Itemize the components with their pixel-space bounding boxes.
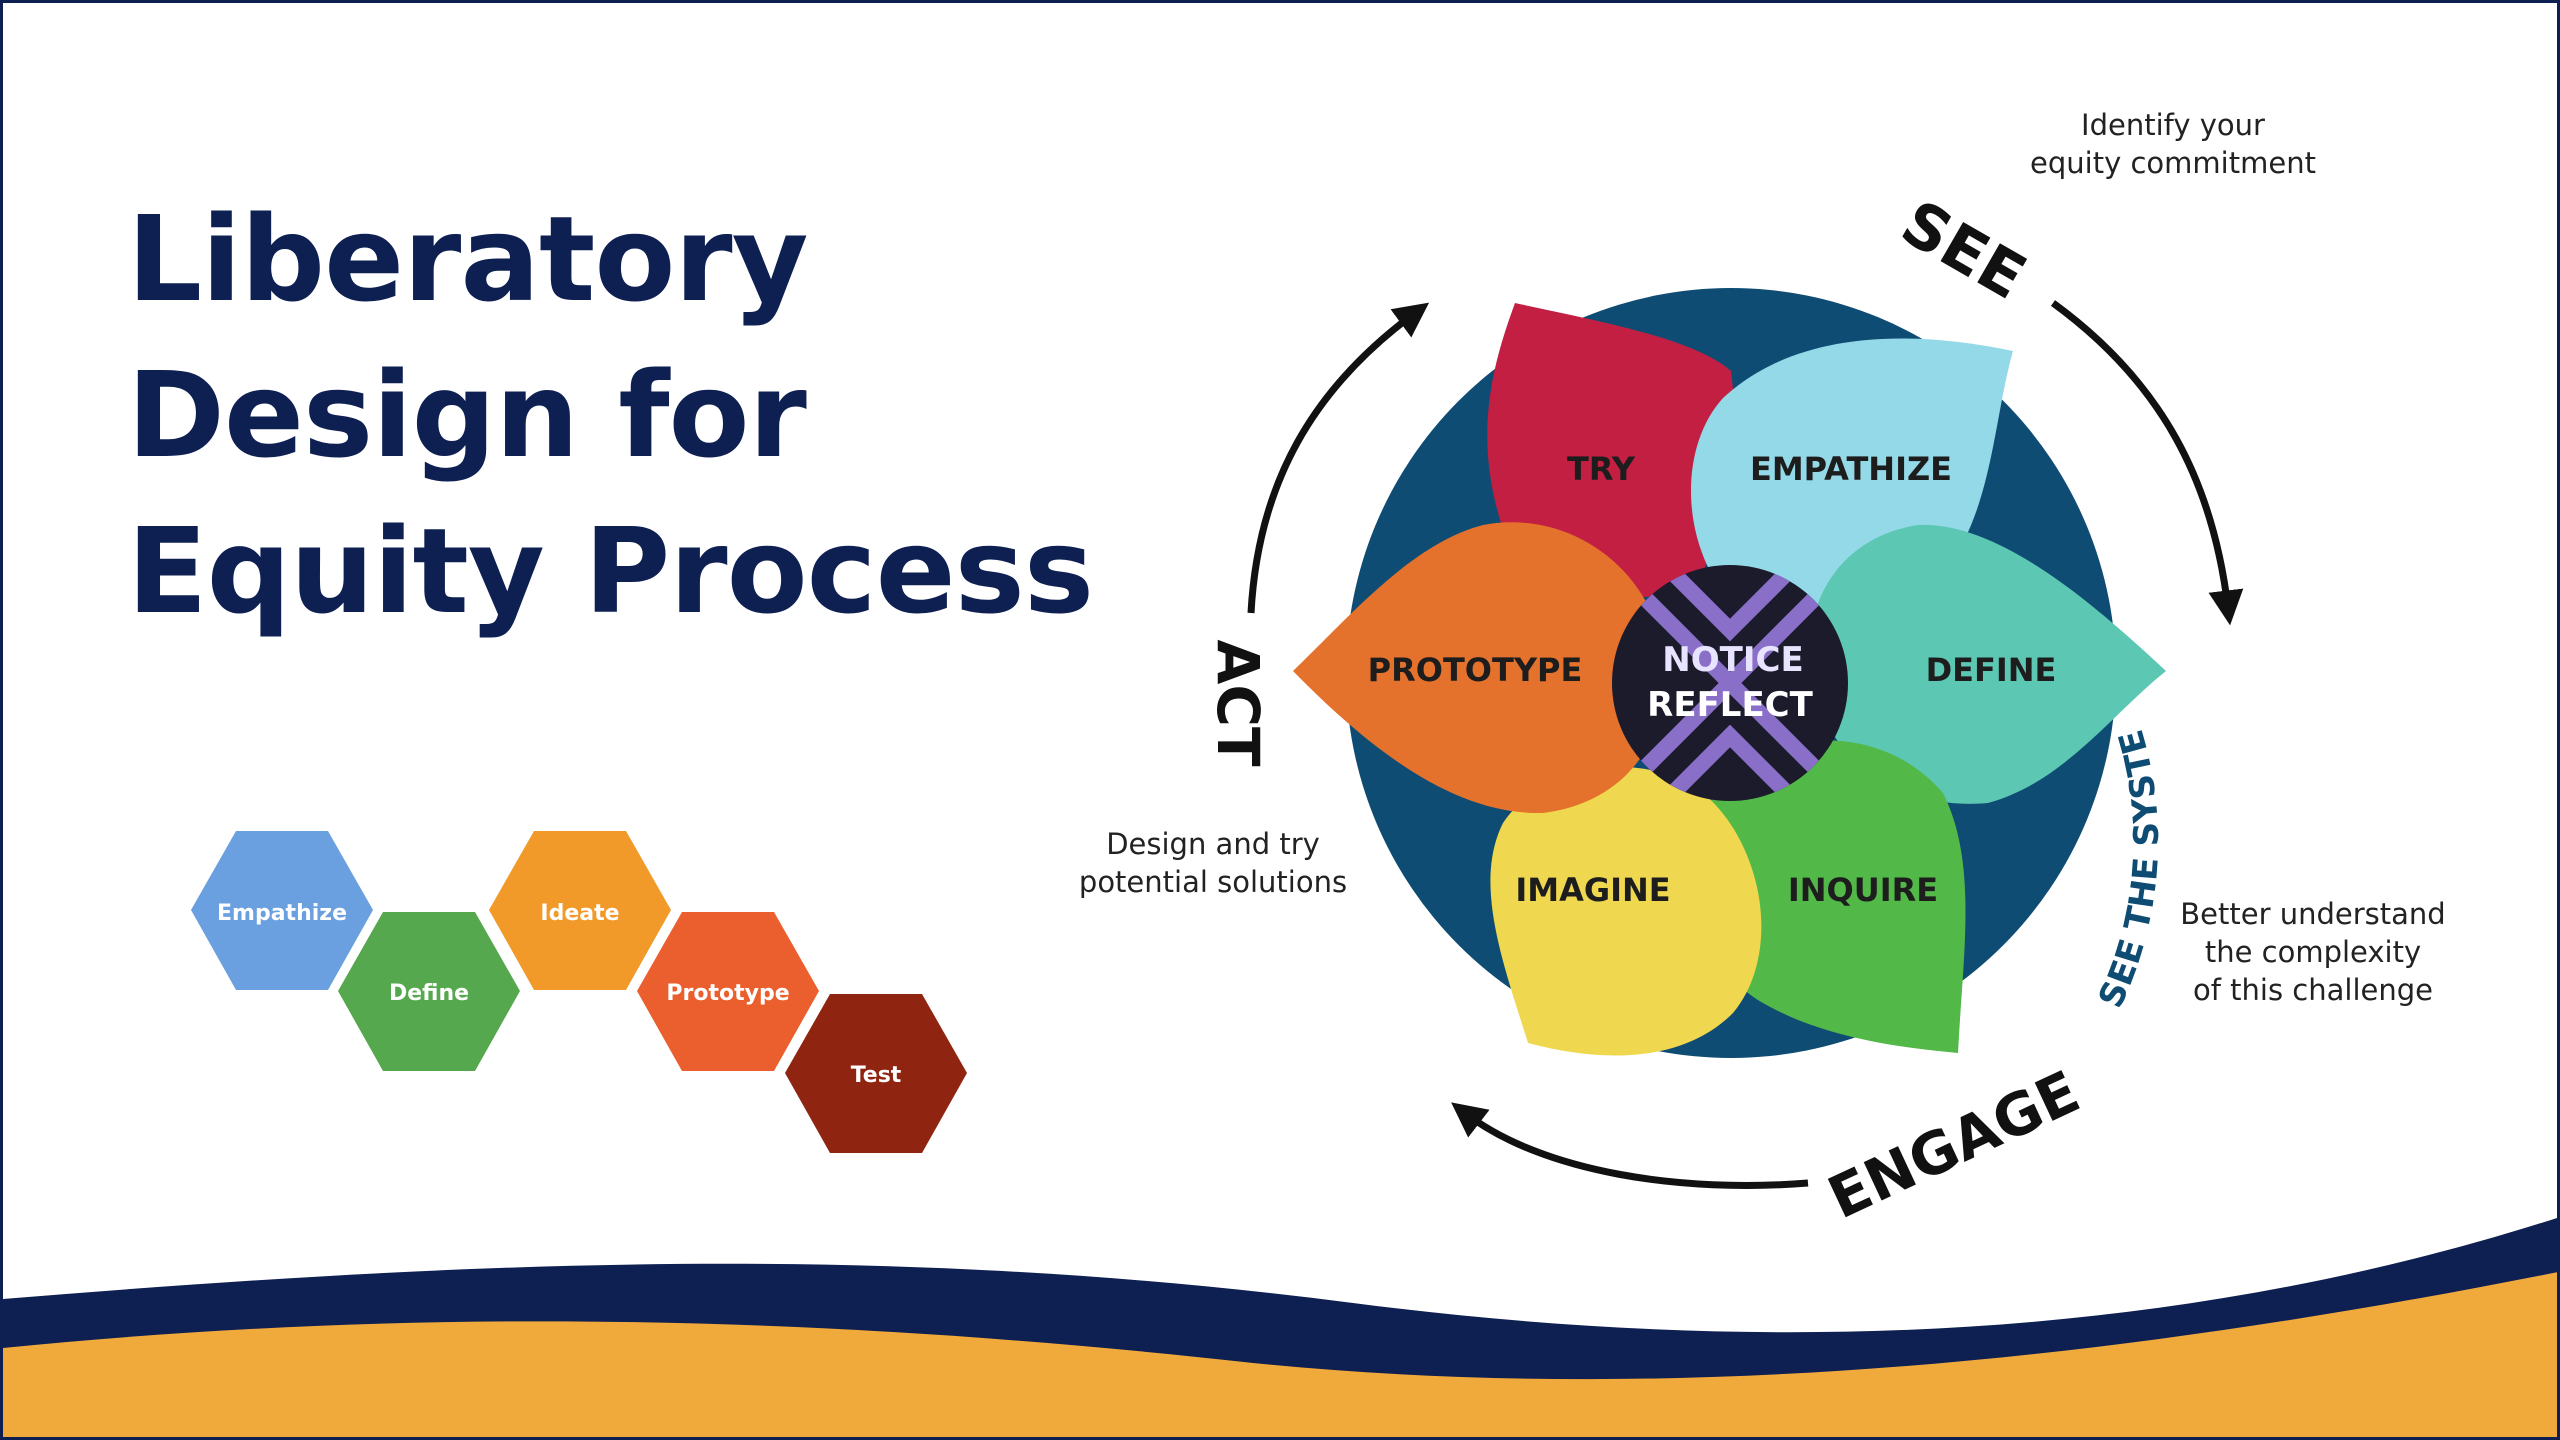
caption-identify: Identify your equity commitment (1993, 106, 2353, 182)
caption-design: Design and try potential solutions (1063, 825, 1363, 901)
petal-prototype-label: PROTOTYPE (1368, 651, 1583, 689)
petal-prototype (1293, 522, 1665, 814)
hex-prototype-shape (637, 912, 819, 1071)
petal-define (1809, 524, 2166, 804)
arrow-see-to-engage (2050, 300, 2244, 626)
hex-empathize: Empathize (191, 831, 373, 990)
center-reflect-label: REFLECT (1647, 685, 1813, 725)
hub-chevron-7 (1657, 565, 1803, 642)
hex-define: Define (338, 912, 520, 1071)
hex-ideate-shape (489, 831, 671, 990)
caption-better-line-3: of this challenge (2193, 973, 2433, 1007)
petal-imagine-label: IMAGINE (1515, 871, 1670, 909)
mode-see-label: SEE (1889, 186, 2038, 314)
hex-test-label: Test (851, 1063, 902, 1088)
hub-chevron-8 (1657, 724, 1803, 801)
petal-define-label: DEFINE (1926, 651, 2057, 689)
hex-prototype-label: Prototype (666, 981, 789, 1006)
hex-ideate-label: Ideate (540, 901, 619, 926)
caption-better-line-2: the complexity (2204, 935, 2422, 969)
wave-gold-band (3, 1272, 2557, 1437)
hex-test: Test (785, 994, 967, 1153)
petal-inquire-label: INQUIRE (1788, 871, 1938, 909)
hex-test-shape (785, 994, 967, 1153)
design-thinking-hexagons: Empathize Define Ideate Prototype Test (191, 831, 967, 1153)
arrow-engage-to-act (1451, 1102, 1809, 1189)
mode-engage-label: ENGAGE (1818, 1057, 2090, 1223)
caption-identify-line-1: Identify your (2081, 108, 2265, 142)
hex-define-label: Define (389, 981, 469, 1006)
mode-act-label: ACT (1204, 639, 1272, 766)
caption-identify-line-2: equity commitment (2030, 146, 2316, 180)
center-notice-label: NOTICE (1662, 640, 1803, 680)
hex-prototype: Prototype (637, 912, 819, 1071)
petal-try-label: TRY (1567, 450, 1636, 488)
arrow-act-to-see (1247, 302, 1430, 614)
petal-empathize-label: EMPATHIZE (1750, 450, 1952, 488)
hex-ideate: Ideate (489, 831, 671, 990)
hub-chevron-2 (1624, 671, 1836, 789)
hex-empathize-shape (191, 831, 373, 990)
petal-try (1487, 303, 1735, 597)
title-line-1: Liberatory (127, 190, 809, 328)
hex-define-shape (338, 912, 520, 1071)
caption-design-line-2: potential solutions (1078, 865, 1348, 899)
title-line-2: Design for (127, 346, 807, 484)
liberatory-design-flower: TRY EMPATHIZE DEFINE INQUIRE IMAGINE PRO… (1153, 163, 2244, 1223)
bottom-wave (3, 1217, 2557, 1437)
caption-better-line-1: Better understand (2180, 897, 2446, 931)
caption-better: Better understand the complexity of this… (2163, 895, 2463, 1009)
title-line-3: Equity Process (127, 502, 1094, 640)
petal-inquire (1693, 740, 1966, 1053)
hex-empathize-label: Empathize (217, 901, 347, 926)
page-title: Liberatory Design for Equity Process (127, 181, 1227, 649)
petal-imagine (1490, 766, 1762, 1056)
caption-design-line-1: Design and try (1106, 827, 1320, 861)
